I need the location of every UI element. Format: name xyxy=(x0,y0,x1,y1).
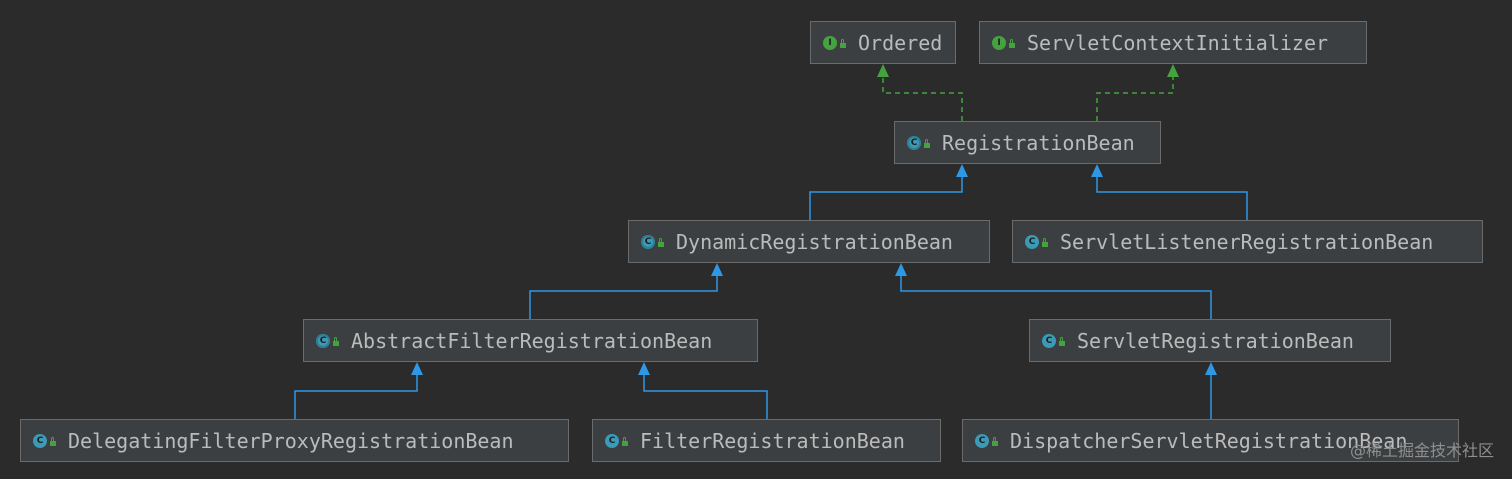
node-label: ServletRegistrationBean xyxy=(1077,328,1354,353)
edge-arrowhead xyxy=(411,362,423,375)
class-icon: C xyxy=(33,433,56,448)
edge-arrowhead xyxy=(956,164,968,177)
node-label: RegistrationBean xyxy=(942,130,1135,155)
class-icon: C xyxy=(1025,234,1048,249)
watermark-text: @稀土掘金技术社区 xyxy=(1349,441,1494,460)
node-label: ServletListenerRegistrationBean xyxy=(1060,229,1434,254)
node-registration-bean[interactable]: C RegistrationBean xyxy=(894,121,1161,164)
node-delegating-filter-proxy-registration-bean[interactable]: C DelegatingFilterProxyRegistrationBean xyxy=(20,419,569,462)
interface-icon: I xyxy=(823,35,846,50)
edge-arrowhead xyxy=(1091,164,1103,177)
edge-implements-line xyxy=(1096,76,1174,121)
node-label: AbstractFilterRegistrationBean xyxy=(351,328,713,353)
edge-extends-line xyxy=(1096,176,1248,220)
node-servlet-registration-bean[interactable]: C ServletRegistrationBean xyxy=(1029,319,1391,362)
edge-arrowhead xyxy=(1205,362,1217,375)
node-label: Ordered xyxy=(858,30,943,55)
edge-extends-line xyxy=(643,374,768,419)
edge-arrowhead xyxy=(638,362,650,375)
edge-extends-line xyxy=(900,275,1212,319)
edge-arrowhead xyxy=(1167,64,1179,77)
class-icon: C xyxy=(1042,333,1065,348)
interface-icon: I xyxy=(992,35,1015,50)
node-filter-registration-bean[interactable]: C FilterRegistrationBean xyxy=(592,419,941,462)
edge-extends-line xyxy=(529,275,718,319)
edge-arrowhead xyxy=(711,263,723,276)
node-label: DynamicRegistrationBean xyxy=(676,229,953,254)
node-label: DelegatingFilterProxyRegistrationBean xyxy=(68,428,514,453)
node-dispatcher-servlet-registration-bean[interactable]: C DispatcherServletRegistrationBean xyxy=(962,419,1459,462)
node-label: DispatcherServletRegistrationBean xyxy=(1010,428,1408,453)
edge-implements-line xyxy=(882,76,963,121)
edge-arrowhead xyxy=(895,263,907,276)
edge-extends-line xyxy=(809,176,963,220)
class-icon: C xyxy=(605,433,628,448)
node-servlet-context-initializer[interactable]: I ServletContextInitializer xyxy=(979,21,1367,64)
node-dynamic-registration-bean[interactable]: C DynamicRegistrationBean xyxy=(628,220,990,263)
abstract-class-icon: C xyxy=(641,234,664,249)
abstract-class-icon: C xyxy=(316,333,339,348)
node-abstract-filter-registration-bean[interactable]: C AbstractFilterRegistrationBean xyxy=(303,319,758,362)
node-label: FilterRegistrationBean xyxy=(640,428,905,453)
node-servlet-listener-registration-bean[interactable]: C ServletListenerRegistrationBean xyxy=(1012,220,1483,263)
class-icon: C xyxy=(975,433,998,448)
node-ordered[interactable]: I Ordered xyxy=(810,21,956,64)
edge-arrowhead xyxy=(877,64,889,77)
node-label: ServletContextInitializer xyxy=(1027,30,1329,55)
edge-extends-line xyxy=(294,374,418,419)
abstract-class-icon: C xyxy=(907,135,930,150)
